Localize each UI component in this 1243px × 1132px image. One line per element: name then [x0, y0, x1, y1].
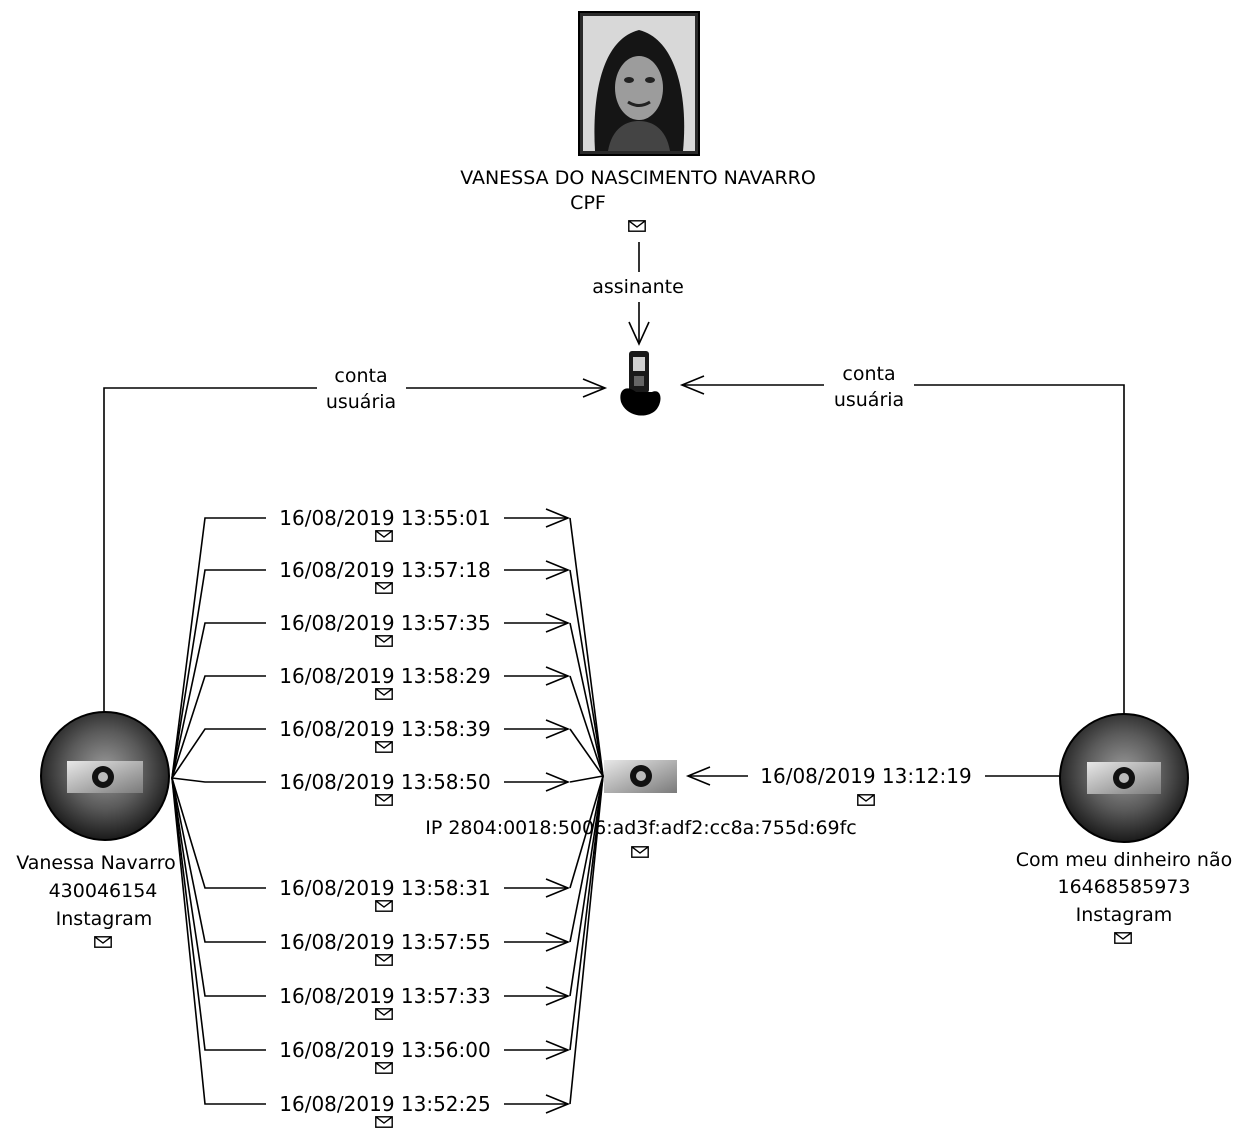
left-user-edge-line1: conta: [334, 365, 387, 387]
left-account-service: Instagram: [56, 908, 153, 930]
access-timestamp: 16/08/2019 13:58:31: [279, 876, 490, 900]
email-account-icon: [1060, 714, 1188, 842]
access-timestamp: 16/08/2019 13:57:55: [279, 930, 490, 954]
envelope-icon[interactable]: [629, 221, 645, 231]
access-timestamp: 16/08/2019 13:58:50: [279, 770, 490, 794]
access-timestamp: 16/08/2019 13:57:35: [279, 611, 490, 635]
right-access-edge: 16/08/2019 13:12:19: [688, 764, 1060, 805]
envelope-icon[interactable]: [858, 795, 874, 805]
envelope-icon[interactable]: [376, 583, 392, 593]
subscriber-edge-label: assinante: [592, 276, 684, 298]
envelope-icon[interactable]: [376, 1117, 392, 1127]
left-account-name: Vanessa Navarro: [16, 852, 176, 874]
access-timestamp: 16/08/2019 13:57:33: [279, 984, 490, 1008]
ip-address-icon: [604, 760, 677, 793]
person-node[interactable]: VANESSA DO NASCIMENTO NAVARRO CPF: [460, 12, 816, 231]
left-account-id: 430046154: [49, 880, 158, 902]
access-timestamp: 16/08/2019 13:55:01: [279, 506, 490, 530]
access-edge[interactable]: 16/08/2019 13:58:50: [172, 770, 603, 805]
left-account-node[interactable]: Vanessa Navarro 430046154 Instagram: [16, 712, 176, 947]
envelope-icon[interactable]: [376, 1009, 392, 1019]
envelope-icon[interactable]: [376, 795, 392, 805]
envelope-icon[interactable]: [632, 847, 648, 857]
right-user-edge: conta usuária: [682, 363, 1124, 742]
access-timestamp: 16/08/2019 13:57:18: [279, 558, 490, 582]
envelope-icon[interactable]: [376, 689, 392, 699]
access-edge[interactable]: 16/08/2019 13:58:39: [172, 717, 603, 778]
person-photo: [579, 12, 699, 155]
access-timestamp: 16/08/2019 13:58:39: [279, 717, 490, 741]
access-timestamp: 16/08/2019 13:52:25: [279, 1092, 490, 1116]
person-name: VANESSA DO NASCIMENTO NAVARRO: [460, 167, 816, 189]
right-user-edge-line1: conta: [842, 363, 895, 385]
person-doc: CPF: [570, 192, 606, 214]
envelope-icon[interactable]: [1115, 933, 1131, 943]
envelope-icon[interactable]: [376, 901, 392, 911]
envelope-icon[interactable]: [95, 937, 111, 947]
email-account-icon: [41, 712, 169, 840]
right-account-name: Com meu dinheiro não: [1016, 849, 1232, 871]
envelope-icon[interactable]: [376, 742, 392, 752]
ip-label: IP 2804:0018:5006:ad3f:adf2:cc8a:755d:69…: [425, 817, 857, 839]
envelope-icon[interactable]: [376, 531, 392, 541]
envelope-icon[interactable]: [376, 636, 392, 646]
access-timestamp: 16/08/2019 13:58:29: [279, 664, 490, 688]
right-account-id: 16468585973: [1058, 876, 1191, 898]
access-timestamp: 16/08/2019 13:56:00: [279, 1038, 490, 1062]
right-account-node[interactable]: Com meu dinheiro não 16468585973 Instagr…: [1016, 714, 1232, 943]
right-access-timestamp: 16/08/2019 13:12:19: [760, 764, 971, 788]
envelope-icon[interactable]: [376, 955, 392, 965]
subscriber-edge: assinante: [592, 242, 684, 344]
mobile-phone-icon[interactable]: [620, 351, 660, 416]
envelope-icon[interactable]: [376, 1063, 392, 1073]
right-account-service: Instagram: [1076, 904, 1173, 926]
right-user-edge-line2: usuária: [834, 389, 904, 411]
left-user-edge-line2: usuária: [326, 391, 396, 413]
